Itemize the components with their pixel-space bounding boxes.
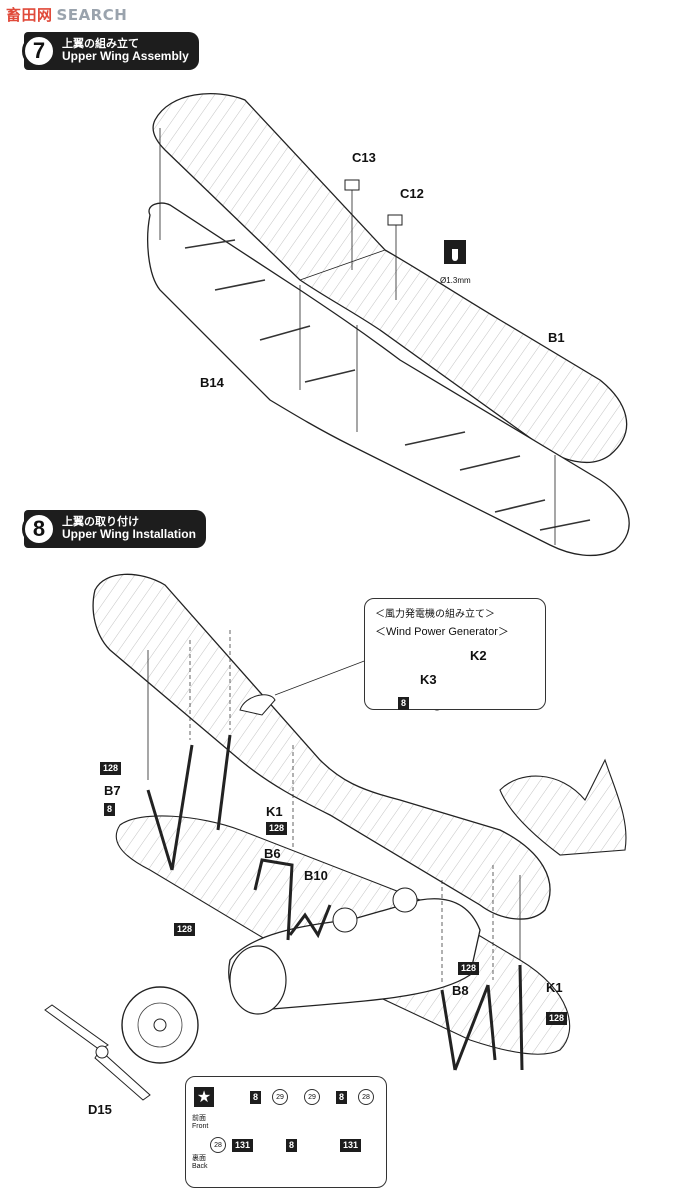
- drill-size: Ø1.3mm: [440, 276, 471, 285]
- wind-generator-title-jp: ＜風力発電機の組み立て＞: [375, 609, 495, 620]
- decal-code-f1: 8: [250, 1091, 262, 1104]
- label-b10: B10: [304, 868, 328, 883]
- decal-num-f3: 29: [304, 1089, 320, 1105]
- step8-header: 8 上翼の取り付け Upper Wing Installation: [22, 510, 206, 548]
- strut-k1-right: [518, 964, 524, 1071]
- strut-b8: [440, 984, 497, 1071]
- step8-title-jp: 上翼の取り付け: [62, 515, 139, 529]
- paint-code-6: 128: [546, 1012, 568, 1025]
- label-c12: C12: [400, 186, 424, 201]
- wind-generator-title-en: ＜Wind Power Generator＞: [375, 626, 509, 638]
- label-b8: B8: [452, 983, 469, 998]
- label-c13: C13: [352, 150, 376, 165]
- label-k3: K3: [420, 672, 437, 687]
- decal-num-f5: 28: [358, 1089, 374, 1105]
- label-k2: K2: [470, 648, 487, 663]
- pilot-rear: [392, 887, 418, 913]
- part-c12: [387, 214, 403, 226]
- step8-title-en: Upper Wing Installation: [62, 527, 196, 542]
- strut-b7: [146, 744, 194, 871]
- engine-cowling: [229, 945, 287, 1015]
- back-label: 裏面 Back: [192, 1155, 208, 1171]
- label-b6: B6: [264, 846, 281, 861]
- watermark-en: SEARCH: [56, 6, 128, 24]
- pilot-front: [332, 907, 358, 933]
- step7-title-en: Upper Wing Assembly: [62, 49, 189, 64]
- tail-fin: [499, 758, 627, 856]
- paint-code-5: 128: [458, 962, 480, 975]
- decal-code-b2: 131: [232, 1139, 254, 1152]
- propeller-decal-box: ★ 前面 Front 裏面 Back 8 29 29 8 28 28 131 8…: [185, 1076, 387, 1188]
- watermark-cn: 畜田网: [6, 6, 53, 24]
- front-label-jp: 前面: [192, 1115, 206, 1122]
- front-label-en: Front: [192, 1123, 209, 1130]
- paint-code-2: 8: [104, 803, 116, 816]
- upper-wing-bottom-part: [147, 202, 630, 557]
- back-label-en: Back: [192, 1163, 208, 1170]
- decal-code-f4: 8: [336, 1091, 348, 1104]
- back-label-jp: 裏面: [192, 1155, 206, 1162]
- paint-code-1: 128: [100, 762, 122, 775]
- drill-icon: [444, 240, 466, 264]
- decal-code-b4: 131: [340, 1139, 362, 1152]
- paint-code-k3: 8: [398, 697, 410, 710]
- step7-title-jp: 上翼の組み立て: [62, 37, 139, 51]
- wind-generator-box: ＜風力発電機の組み立て＞ ＜Wind Power Generator＞: [364, 598, 546, 710]
- upper-wing-top-part: [152, 92, 628, 463]
- label-k1-right: K1: [546, 980, 563, 995]
- propeller-d15: [44, 1004, 151, 1101]
- strut-k1-left: [216, 734, 232, 831]
- label-k1-left: K1: [266, 804, 283, 819]
- part-c13: [344, 179, 360, 191]
- decal-num-b1: 28: [210, 1137, 226, 1153]
- front-label: 前面 Front: [192, 1115, 208, 1131]
- decal-code-b3: 8: [286, 1139, 298, 1152]
- star-icon: ★: [194, 1087, 214, 1107]
- paint-code-4: 128: [174, 923, 196, 936]
- label-d15: D15: [88, 1102, 112, 1117]
- label-b14: B14: [200, 375, 224, 390]
- strut-b10: [288, 904, 332, 939]
- step7-number: 7: [22, 34, 56, 68]
- label-b1: B1: [548, 330, 565, 345]
- step7-header: 7 上翼の組み立て Upper Wing Assembly: [22, 32, 199, 70]
- step8-number: 8: [22, 512, 56, 546]
- strut-b6: [253, 858, 294, 941]
- label-b7: B7: [104, 783, 121, 798]
- decal-num-f2: 29: [272, 1089, 288, 1105]
- paint-code-3: 128: [266, 822, 288, 835]
